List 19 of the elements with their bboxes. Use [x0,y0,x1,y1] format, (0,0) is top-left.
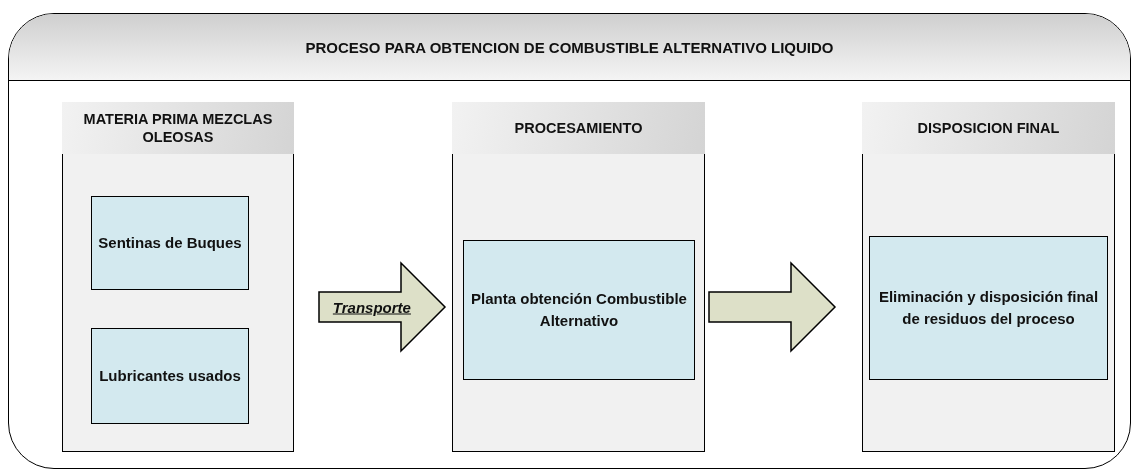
process-label: Lubricantes usados [99,366,241,387]
block-arrow [708,261,837,353]
section-heading: PROCESAMIENTO [514,118,643,138]
process-label: Eliminación y disposición final de residuos del proceso [877,287,1100,329]
block-arrow [318,261,447,353]
process-box [91,328,249,424]
section-heading: PROCESO PARA OBTENCION DE COMBUSTIBLE ALTERNATIVO LIQUIDO [305,38,834,56]
stage-column [62,102,294,452]
process-label: Sentinas de Buques [98,233,242,254]
process-box [463,240,695,380]
process-frame [8,13,1131,469]
process-box [91,196,249,290]
edge-label: Transporte [332,298,411,316]
stage-column [862,102,1115,452]
stage-column [452,102,705,452]
process-label: Planta obtención Combustible Alternativo [470,289,688,331]
section-heading: MATERIA PRIMA MEZCLAS OLEOSAS [82,109,274,147]
process-box [869,236,1108,380]
section-heading: DISPOSICION FINAL [917,118,1060,138]
